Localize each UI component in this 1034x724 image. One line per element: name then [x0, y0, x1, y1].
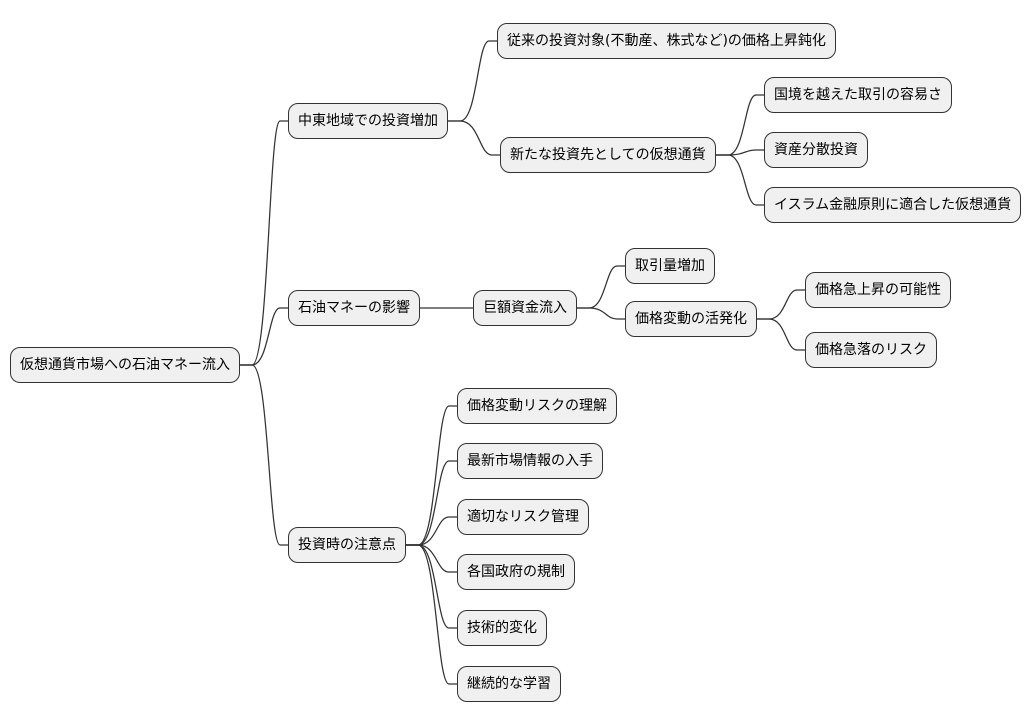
- mindmap-node-root: 仮想通貨市場への石油マネー流入: [10, 347, 240, 383]
- edge-b1-b1c1: [448, 40, 497, 122]
- edge-d2-e1: [757, 289, 805, 320]
- edge-b1c2-g2: [716, 149, 764, 156]
- edge-root-b1: [240, 120, 288, 366]
- edge-b1c2-g1: [716, 94, 764, 156]
- edge-b1-b1c2: [448, 120, 500, 156]
- mindmap-node-g3: イスラム金融原則に適合した仮想通貨: [764, 187, 1022, 223]
- mindmap-node-b1c2: 新たな投資先としての仮想通貨: [500, 137, 716, 173]
- mindmap-node-f6: 継続的な学習: [457, 666, 561, 702]
- mindmap-node-f1: 価格変動リスクの理解: [457, 388, 617, 424]
- mindmap-node-b2c1: 巨額資金流入: [473, 290, 577, 326]
- edge-d2-e2: [757, 318, 805, 351]
- edge-b3-f1: [406, 405, 457, 546]
- mindmap-node-f3: 適切なリスク管理: [457, 499, 589, 535]
- edge-b2c1-d1: [577, 265, 625, 309]
- edge-b3-f6: [406, 544, 457, 685]
- mindmap-node-f2: 最新市場情報の入手: [457, 443, 603, 479]
- edge-root-b2: [240, 307, 288, 366]
- edge-b2c1-d2: [577, 307, 625, 320]
- mindmap-node-e1: 価格急上昇の可能性: [805, 272, 951, 308]
- mindmap-node-b2: 石油マネーの影響: [288, 290, 420, 326]
- mindmap-node-b1: 中東地域での投資増加: [288, 103, 448, 139]
- mindmap-node-g2: 資産分散投資: [764, 132, 868, 168]
- mindmap-node-f5: 技術的変化: [457, 610, 547, 646]
- mindmap-node-d2: 価格変動の活発化: [625, 301, 757, 337]
- mindmap-node-e2: 価格急落のリスク: [805, 332, 937, 368]
- mindmap-node-g1: 国境を越えた取引の容易さ: [764, 77, 952, 113]
- edge-b3-f5: [406, 544, 457, 629]
- edge-root-b3: [240, 364, 288, 546]
- edge-b3-f2: [406, 460, 457, 546]
- mindmap-node-b1c1: 従来の投資対象(不動産、株式など)の価格上昇鈍化: [497, 23, 836, 59]
- mindmap-node-b3: 投資時の注意点: [288, 527, 406, 563]
- edge-b1c2-g3: [716, 154, 764, 206]
- mindmap-node-d1: 取引量増加: [625, 248, 715, 284]
- mindmap-node-f4: 各国政府の規制: [457, 554, 575, 590]
